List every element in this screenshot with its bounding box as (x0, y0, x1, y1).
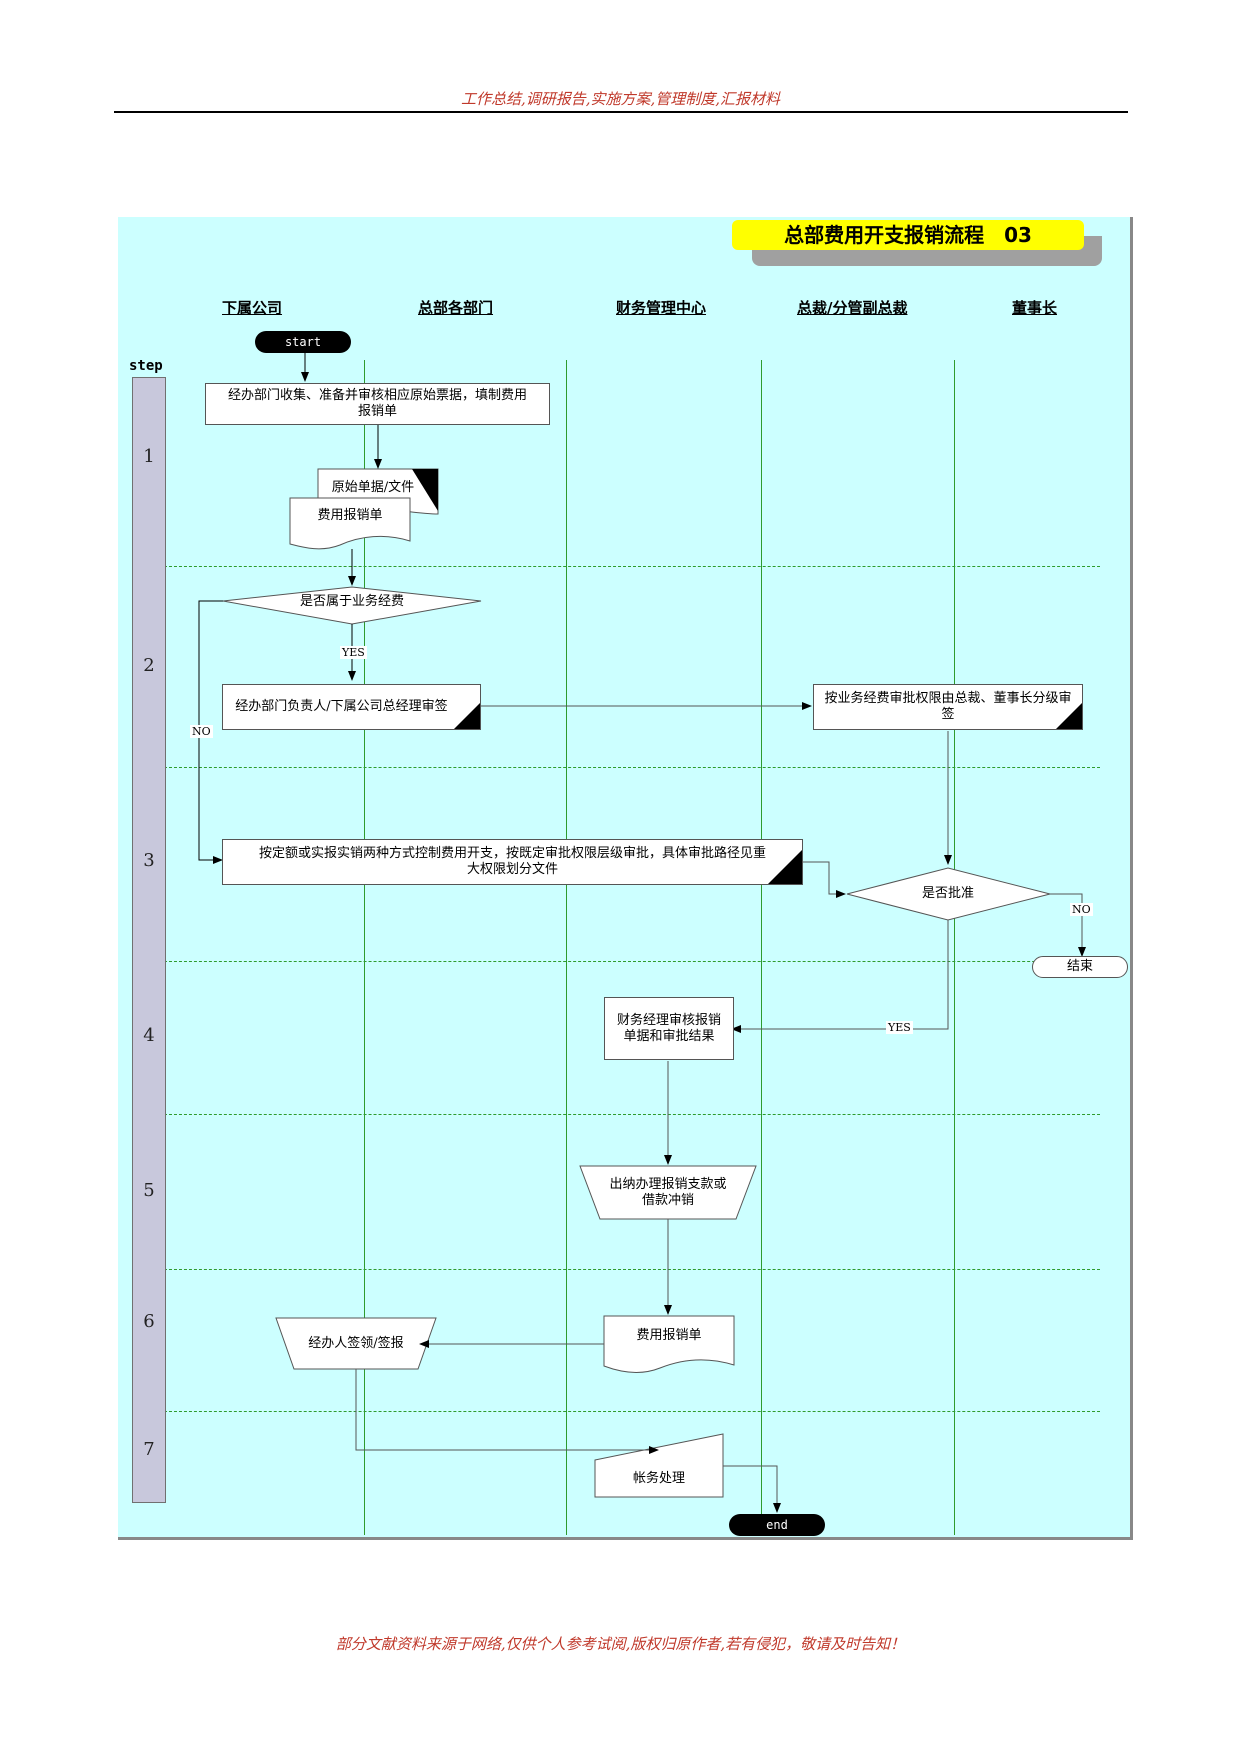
expense-form-2-label: 费用报销单 (636, 1328, 702, 1343)
process-dept-head-sign-text: 经办部门负责人/下属公司总经理审签 (235, 699, 448, 714)
yes-label-2: YES (886, 1021, 913, 1034)
document-shape-expense-form (289, 497, 411, 550)
step-number: 5 (143, 1180, 155, 1201)
end-terminal: end (729, 1514, 825, 1536)
corner-mark (1056, 703, 1082, 729)
yes-label: YES (340, 646, 367, 659)
lane-divider-3 (761, 360, 762, 1535)
diagram-title: 总部费用开支报销流程 03 (732, 220, 1084, 250)
step-bar (132, 377, 166, 1503)
process-president-chairman-sign-text: 按业务经费审批权限由总裁、董事长分级审签 (824, 691, 1072, 722)
process-quota-control-text: 按定额或实报实销两种方式控制费用开支，按既定审批权限层级审批，具体审批路径见重大… (258, 846, 766, 877)
page-footer-text: 部分文献资料来源于网络,仅供个人参考试阅,版权归原作者,若有侵犯，敬请及时告知！ (335, 1635, 906, 1653)
document-shape-expense-form-2 (603, 1315, 735, 1373)
end-terminal-reject: 结束 (1032, 956, 1128, 978)
lane-header-hq-departments: 总部各部门 (418, 299, 494, 317)
lane-divider-1 (364, 360, 365, 1535)
step-separator (164, 961, 1100, 962)
step-number: 1 (143, 446, 155, 467)
cashier-payment-label: 出纳办理报销支款或借款冲销 (609, 1177, 727, 1208)
lane-divider-4 (954, 360, 955, 1535)
process-quota-control: 按定额或实报实销两种方式控制费用开支，按既定审批权限层级审批，具体审批路径见重大… (222, 839, 803, 885)
corner-mark (768, 850, 802, 884)
process-president-chairman-sign: 按业务经费审批权限由总裁、董事长分级审签 (813, 684, 1083, 730)
manual-input-accounting (594, 1433, 724, 1498)
process-finance-review: 财务经理审核报销单据和审批结果 (604, 997, 734, 1060)
page-header-text: 工作总结,调研报告,实施方案,管理制度,汇报材料 (460, 90, 781, 108)
original-receipts-label: 原始单据/文件 (331, 480, 415, 495)
lane-divider-2 (566, 360, 567, 1535)
lane-header-chairman: 董事长 (1012, 299, 1058, 317)
step-number: 3 (143, 850, 155, 871)
process-collect-receipts: 经办部门收集、准备并审核相应原始票据，填制费用报销单 (205, 383, 550, 425)
decision-business-expense-label: 是否属于业务经费 (299, 594, 404, 609)
process-dept-head-sign: 经办部门负责人/下属公司总经理审签 (222, 684, 481, 730)
no-label: NO (190, 725, 213, 738)
step-label: step (129, 358, 163, 374)
no-label-2: NO (1070, 903, 1093, 916)
step-separator (164, 1269, 1100, 1270)
trapezoid-sign-receipt (275, 1317, 437, 1370)
start-terminal: start (255, 331, 351, 353)
decision-approved-label: 是否批准 (921, 886, 974, 901)
expense-form-label: 费用报销单 (317, 508, 383, 523)
step-number: 7 (143, 1439, 155, 1460)
decision-diamond-business-expense (222, 586, 482, 625)
step-separator (164, 1114, 1100, 1115)
lane-header-president: 总裁/分管副总裁 (797, 299, 908, 317)
step-separator (164, 767, 1100, 768)
lane-header-finance-center: 财务管理中心 (616, 299, 707, 317)
accounting-label: 帐务处理 (632, 1471, 685, 1486)
lane-header-subsidiary: 下属公司 (222, 299, 283, 317)
sign-receipt-label: 经办人签领/签报 (308, 1336, 404, 1351)
step-number: 6 (143, 1311, 155, 1332)
trapezoid-cashier (579, 1165, 757, 1220)
header-rule (114, 111, 1128, 113)
step-separator (164, 1411, 1100, 1412)
step-number: 4 (143, 1025, 155, 1046)
corner-mark (454, 703, 480, 729)
step-number: 2 (143, 655, 155, 676)
step-separator (164, 566, 1100, 567)
